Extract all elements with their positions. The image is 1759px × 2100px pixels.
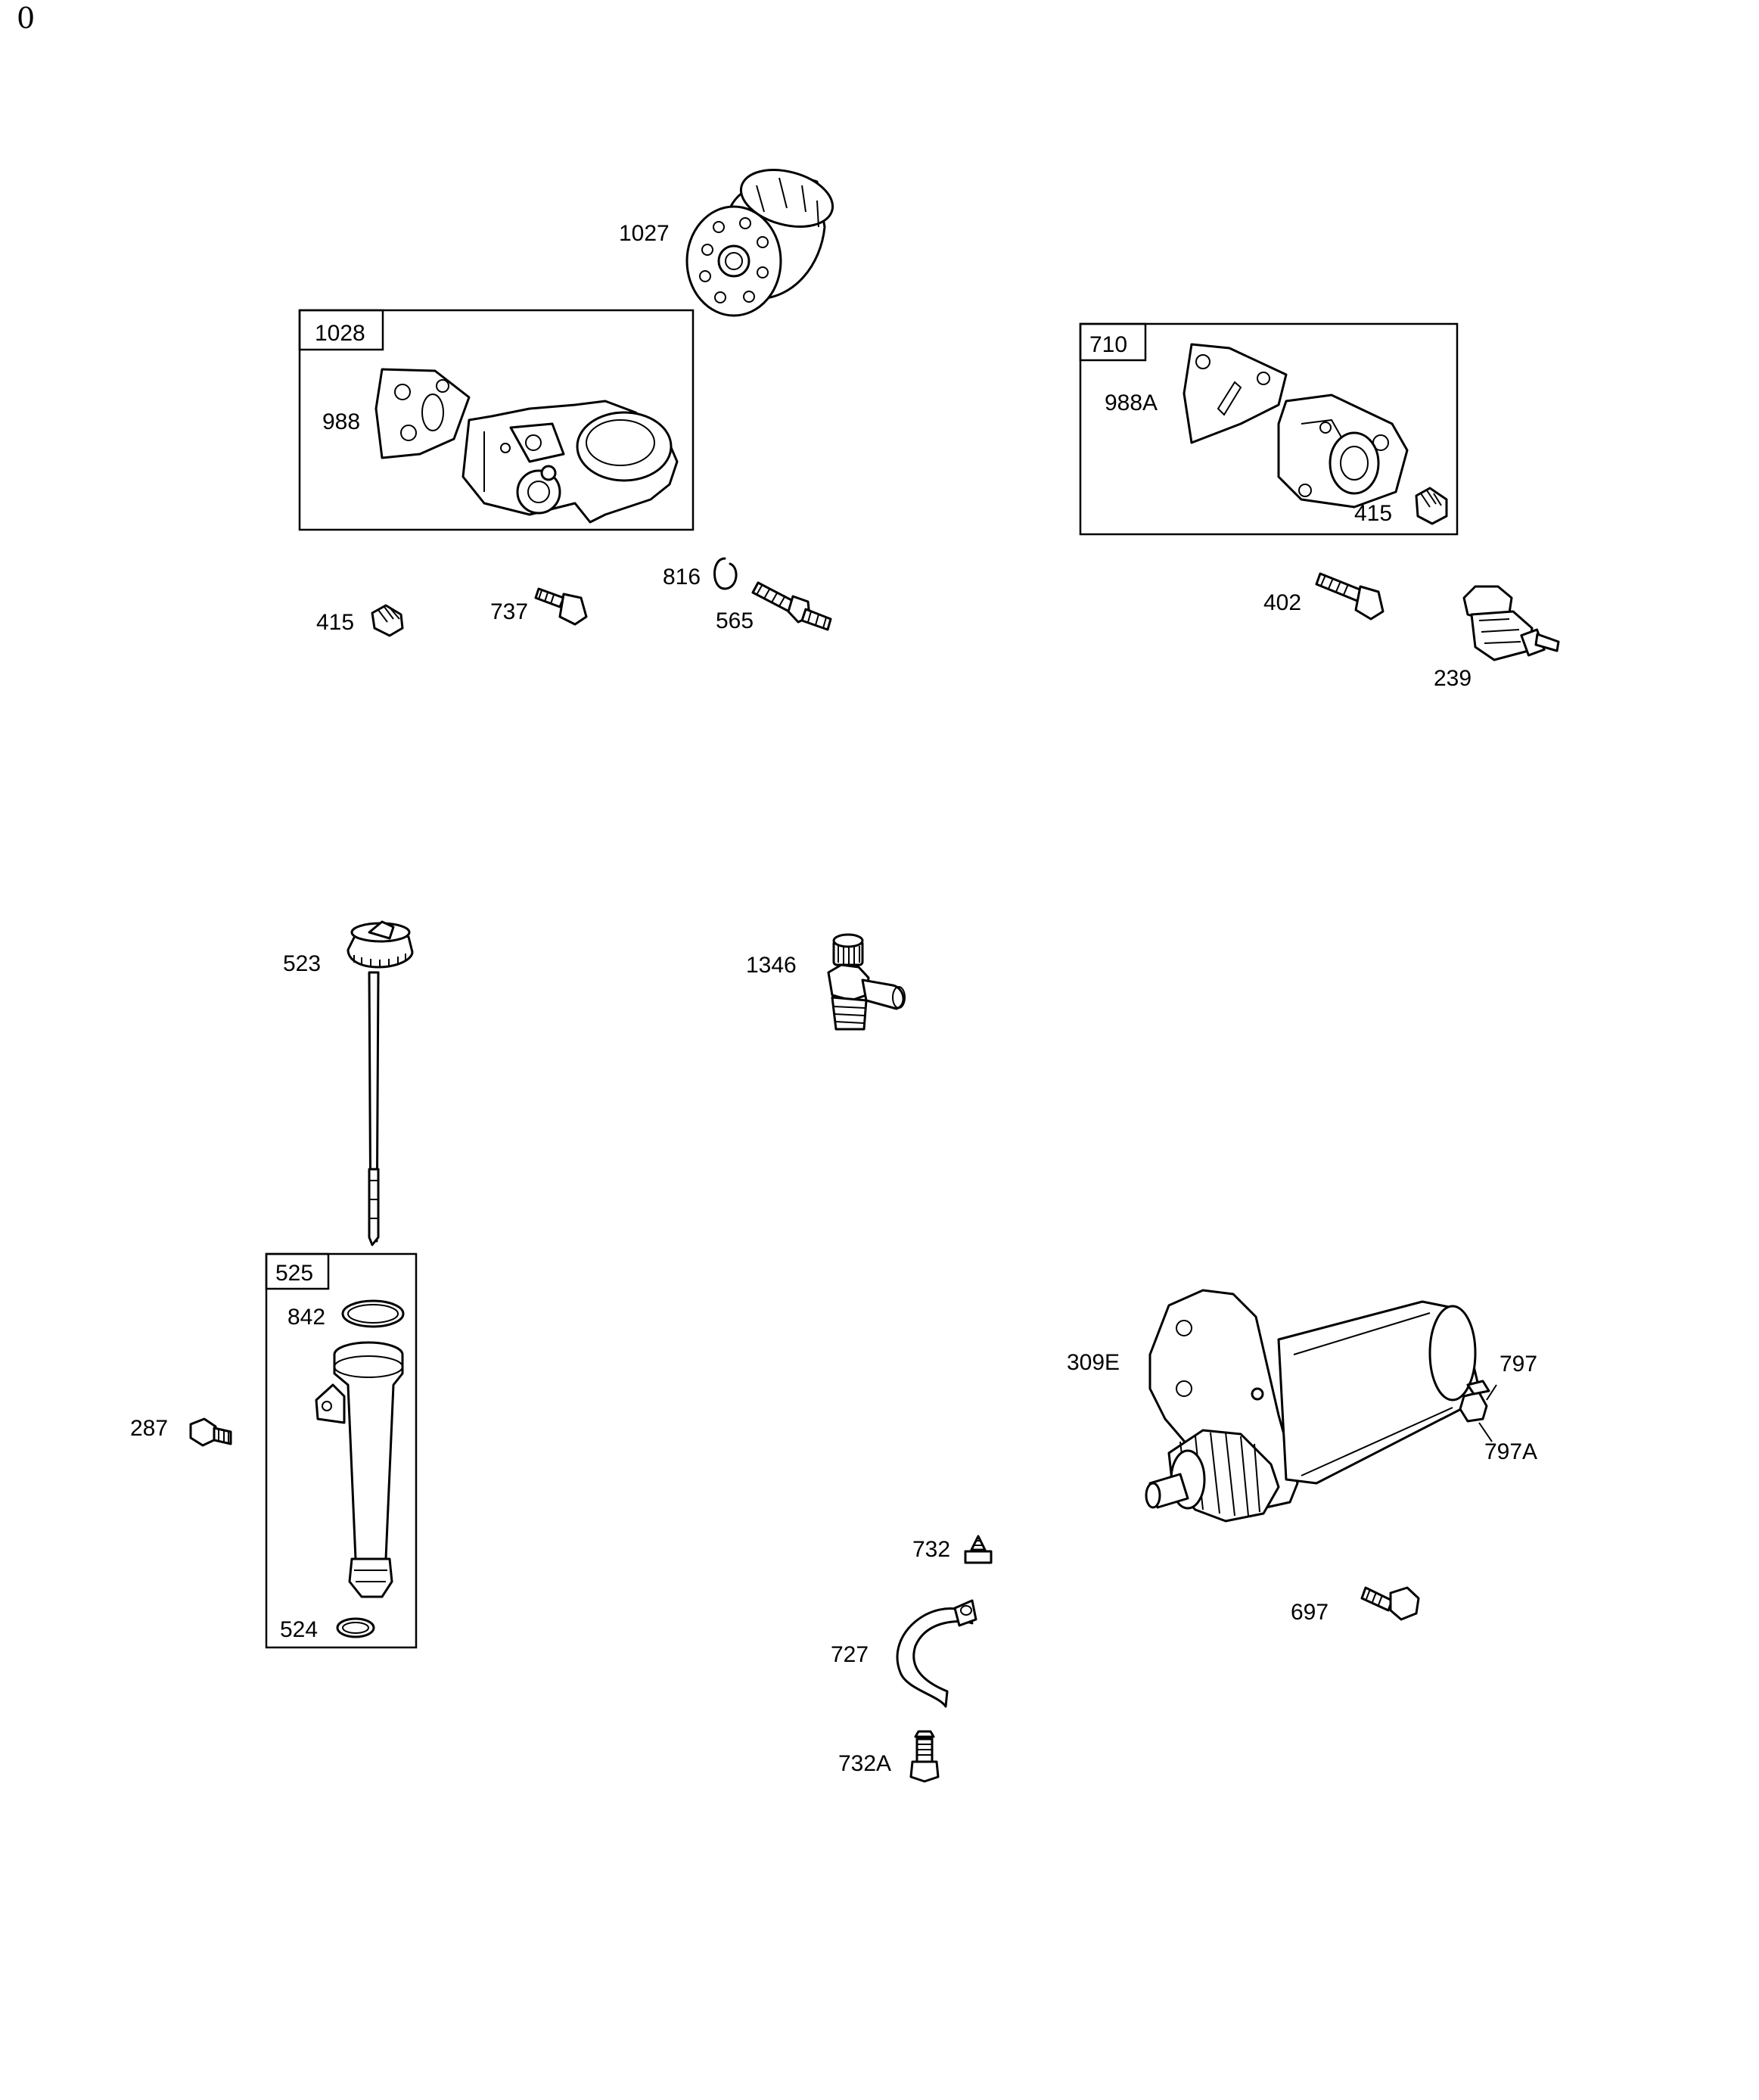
group-box-525: [265, 1252, 418, 1649]
callout-565: 565: [716, 608, 754, 633]
stud-icon[interactable]: [751, 581, 832, 631]
group-label-525: 525: [275, 1261, 313, 1286]
callout-415-left: 415: [316, 610, 354, 635]
screw-icon[interactable]: [534, 587, 588, 626]
gasket-icon[interactable]: [1183, 343, 1288, 444]
pipe-plug-icon[interactable]: [371, 604, 404, 637]
callout-988A: 988A: [1105, 390, 1158, 415]
callout-1027: 1027: [619, 221, 670, 246]
callout-988: 988: [322, 409, 360, 434]
callout-727: 727: [831, 1642, 869, 1667]
oil-filter-adapter-icon[interactable]: [462, 400, 679, 524]
group-tag-box-1028: [298, 309, 384, 351]
callout-697: 697: [1291, 1600, 1329, 1625]
callout-287: 287: [130, 1416, 168, 1441]
screw-icon[interactable]: [1315, 572, 1385, 621]
dipstick-tube-icon[interactable]: [315, 1341, 404, 1598]
group-box-1028: [298, 309, 695, 531]
pipe-plug-icon[interactable]: [1415, 487, 1448, 525]
o-ring-icon[interactable]: [341, 1299, 405, 1328]
leader-797: [1486, 1384, 1497, 1401]
callout-1346: 1346: [746, 953, 797, 978]
group-label-1028: 1028: [315, 321, 365, 346]
callout-797: 797: [1500, 1352, 1537, 1377]
group-label-710: 710: [1089, 332, 1127, 357]
drain-valve-icon[interactable]: [827, 933, 906, 1031]
pressure-switch-icon[interactable]: [1462, 585, 1560, 661]
bolt-icon[interactable]: [909, 1730, 940, 1783]
screw-icon[interactable]: [964, 1535, 993, 1564]
callout-737: 737: [490, 599, 528, 624]
dipstick-icon[interactable]: [347, 920, 414, 1246]
callout-816: 816: [663, 565, 701, 590]
o-ring-icon[interactable]: [336, 1617, 375, 1638]
group-tag-box-710: [1079, 322, 1147, 362]
page-number: 0: [17, 2, 36, 35]
gasket-icon[interactable]: [374, 368, 471, 459]
group-tag-box-525: [265, 1252, 330, 1290]
callout-524: 524: [280, 1617, 318, 1642]
callout-402: 402: [1263, 590, 1301, 615]
leader-797A: [1478, 1422, 1493, 1442]
oil-filter-icon[interactable]: [685, 160, 839, 317]
screw-icon[interactable]: [189, 1417, 232, 1447]
callout-239: 239: [1434, 666, 1472, 691]
callout-523: 523: [283, 951, 321, 976]
lockwasher-icon[interactable]: [713, 557, 738, 590]
callout-309E: 309E: [1067, 1350, 1120, 1375]
callout-797A: 797A: [1484, 1439, 1537, 1464]
bolt-icon[interactable]: [1360, 1586, 1420, 1621]
callout-415-right: 415: [1354, 501, 1392, 526]
group-box-710: [1079, 322, 1459, 536]
callout-732: 732: [912, 1537, 950, 1562]
clamp-icon[interactable]: [896, 1599, 977, 1708]
callout-842: 842: [287, 1305, 325, 1330]
callout-732A: 732A: [838, 1751, 891, 1776]
starter-motor-icon[interactable]: [1145, 1289, 1490, 1523]
adapter-icon[interactable]: [1277, 394, 1409, 509]
